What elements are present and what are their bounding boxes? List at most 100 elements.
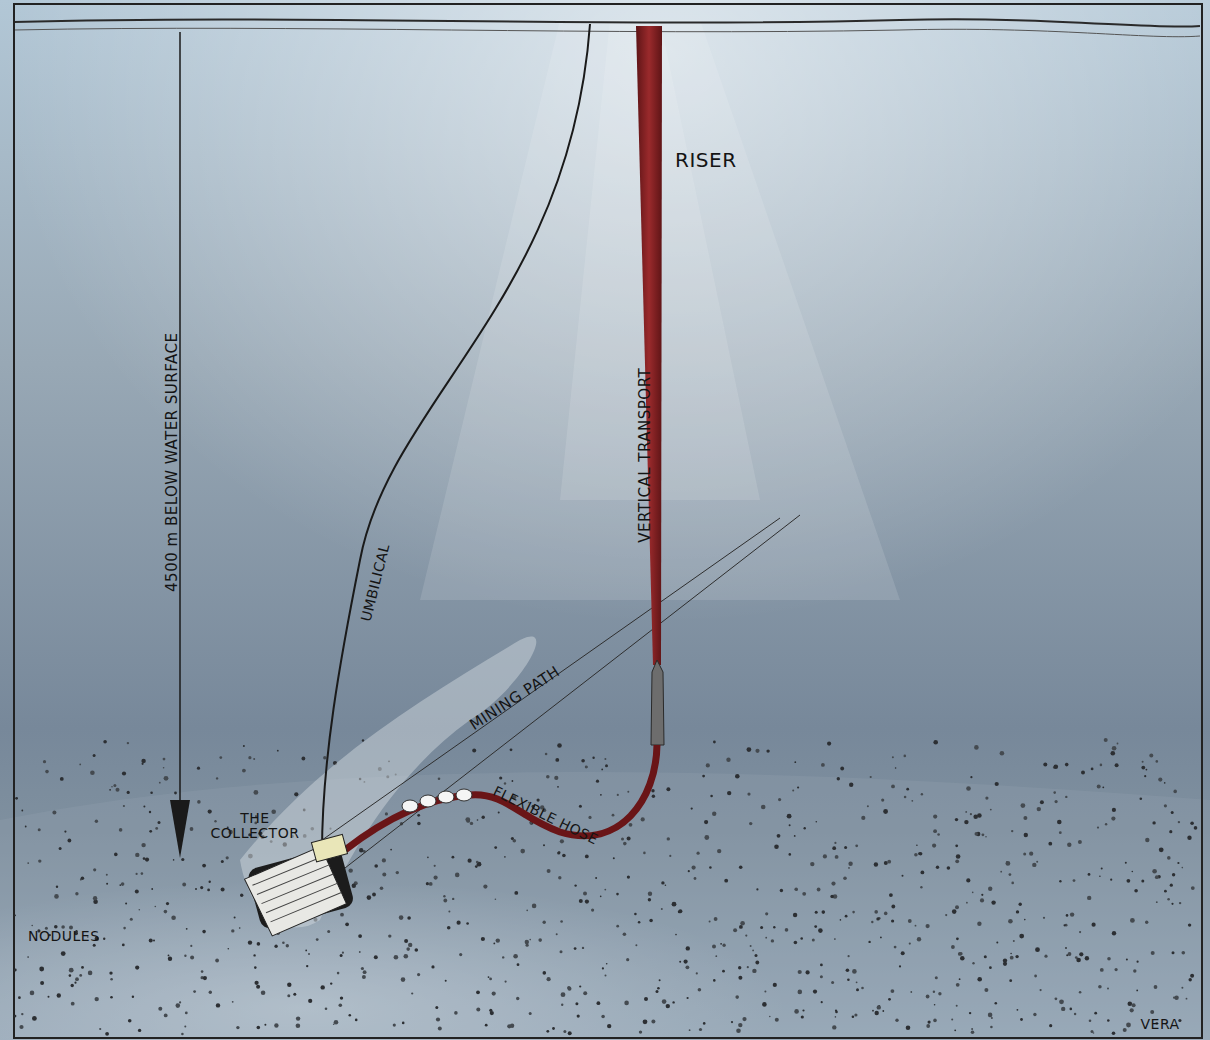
nodule [355, 1019, 358, 1022]
nodule [426, 882, 429, 885]
nodule [552, 1027, 555, 1030]
nodule [804, 827, 806, 829]
nodule [556, 933, 558, 935]
nodule [1132, 871, 1134, 873]
nodule [977, 977, 982, 982]
nodule [814, 925, 817, 928]
nodule [810, 862, 814, 866]
nodule [340, 954, 343, 957]
mining-path-line [345, 515, 800, 868]
nodule [125, 903, 127, 905]
nodule [43, 760, 46, 763]
nodule [337, 972, 340, 975]
nodule [164, 1014, 168, 1018]
nodule [149, 811, 151, 813]
nodule [166, 902, 169, 905]
nodule [1070, 1008, 1073, 1011]
nodule [214, 820, 216, 822]
nodule [554, 776, 558, 780]
nodule [359, 951, 361, 953]
nodule [666, 787, 670, 791]
nodule [197, 800, 201, 804]
nodule [296, 1016, 300, 1020]
nodule [872, 1010, 874, 1012]
nodule [1136, 990, 1138, 992]
nodule [60, 777, 64, 781]
nodule [738, 976, 742, 980]
nodule [583, 991, 587, 995]
nodule [557, 851, 560, 854]
nodule [21, 810, 23, 812]
nodule [972, 962, 974, 964]
nodule [806, 970, 810, 974]
nodule [352, 884, 356, 888]
nodule [709, 866, 712, 869]
nodule [179, 1001, 181, 1003]
seafloor [0, 772, 1210, 1040]
nodule [956, 983, 960, 987]
nodule [1010, 953, 1012, 955]
nodule [852, 911, 855, 914]
nodule [934, 1004, 936, 1006]
nodule [874, 862, 878, 866]
nodule [216, 1003, 220, 1007]
nodule [1003, 958, 1007, 962]
nodule [745, 935, 747, 937]
nodule [492, 992, 496, 996]
nodule [208, 810, 212, 814]
nodule [712, 812, 716, 816]
nodule [1144, 775, 1146, 777]
nodule [935, 976, 938, 979]
nodule [401, 977, 406, 982]
nodule [106, 874, 108, 876]
nodule [402, 1022, 405, 1025]
nodule [1112, 808, 1116, 812]
nodule [415, 948, 419, 952]
nodule [105, 1032, 109, 1036]
nodule [1100, 764, 1103, 767]
nodule [141, 843, 145, 847]
nodule [666, 1004, 670, 1008]
nodule [586, 766, 588, 768]
nodule [274, 945, 277, 948]
nodule [973, 814, 978, 819]
nodule [14, 1015, 17, 1018]
nodule [452, 898, 454, 900]
nodule [1117, 743, 1119, 745]
nodule [669, 855, 671, 857]
nodule [543, 921, 546, 924]
nodule [1040, 800, 1044, 804]
nodule [891, 989, 895, 993]
nodule [455, 873, 460, 878]
nodule [820, 964, 823, 967]
nodule [686, 965, 690, 969]
nodule [257, 1026, 261, 1030]
nodule [585, 855, 589, 859]
nodule [955, 844, 958, 847]
nodule [955, 905, 959, 909]
nodule [958, 952, 962, 956]
nodule [724, 879, 728, 883]
nodule [1188, 923, 1191, 926]
nodule [1088, 873, 1091, 876]
nodule [665, 884, 667, 886]
nodule [1020, 1018, 1023, 1021]
nodule [1036, 861, 1038, 863]
nodule [135, 853, 139, 857]
nodule [852, 969, 857, 974]
nodule [1182, 951, 1186, 955]
nodule [988, 1013, 993, 1018]
nodule [915, 925, 917, 927]
nodule [340, 913, 344, 917]
nodule [330, 982, 332, 984]
nodule [308, 999, 312, 1003]
nodule [597, 1001, 601, 1005]
nodule [181, 858, 184, 861]
nodule [505, 981, 507, 983]
nodule [1013, 940, 1015, 942]
nodule [951, 945, 955, 949]
nodule [742, 1017, 746, 1021]
nodule [406, 947, 410, 951]
nodule [1048, 842, 1052, 846]
nodule [635, 944, 637, 946]
